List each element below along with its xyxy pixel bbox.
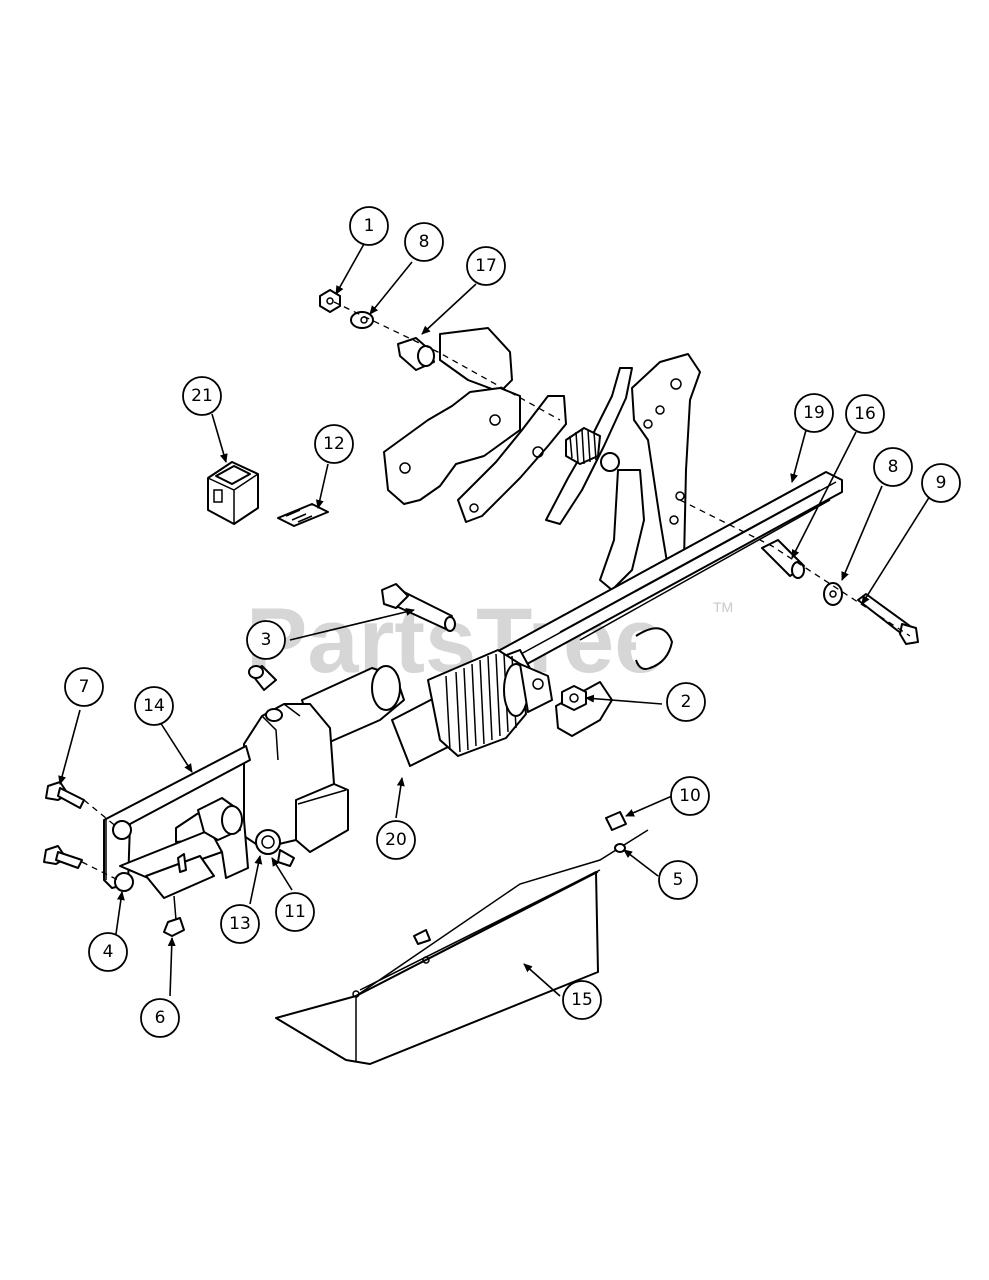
decal-label [277,503,329,527]
callout-21[interactable]: 21 [182,376,222,416]
leader-lines [58,243,931,997]
svg-text:1: 1 [364,216,375,236]
callout-4[interactable]: 4 [88,932,128,972]
callouts: 1 8 17 21 12 19 16 8 9 3 2 7 14 20 10 5 … [64,206,961,1038]
svg-text:16: 16 [854,404,876,424]
svg-text:2: 2 [681,692,692,712]
svg-text:TM: TM [713,599,733,615]
svg-text:8: 8 [419,232,430,252]
callout-14[interactable]: 14 [134,686,174,726]
bolt-9 [857,593,919,645]
axis-line-top [333,301,561,421]
svg-text:19: 19 [803,403,825,423]
washer-right [823,582,843,606]
svg-text:11: 11 [284,902,306,922]
callout-12[interactable]: 12 [314,424,354,464]
bolts-7 [43,781,85,869]
callout-16[interactable]: 16 [845,394,885,434]
svg-text:13: 13 [229,914,251,934]
svg-text:7: 7 [79,677,90,697]
callout-13[interactable]: 13 [220,904,260,944]
screw-10 [605,811,627,831]
callout-15[interactable]: 15 [562,980,602,1020]
svg-text:15: 15 [571,990,593,1010]
bolt-6 [163,895,185,937]
cover-15 [275,829,649,1065]
axis-line-bolt-upper [83,799,119,829]
callout-20[interactable]: 20 [376,820,416,860]
svg-text:20: 20 [385,830,407,850]
rod-end-bracket [555,627,673,737]
callout-2[interactable]: 2 [666,682,706,722]
rocker-switch [207,461,259,525]
svg-text:17: 17 [475,256,497,276]
spacer-16 [761,539,805,579]
callout-11[interactable]: 11 [275,892,315,932]
bushing-17 [397,337,435,371]
svg-text:21: 21 [191,386,213,406]
callout-19[interactable]: 19 [794,393,834,433]
clip-5 [614,843,626,853]
callout-9[interactable]: 9 [921,463,961,503]
callout-8-right[interactable]: 8 [873,447,913,487]
callout-17[interactable]: 17 [466,246,506,286]
svg-text:12: 12 [323,434,345,454]
axis-line-bolt-lower [81,861,119,881]
bolt-3 [381,583,456,632]
svg-text:3: 3 [261,630,272,650]
mount-plate-14 [103,745,251,892]
callout-8-top[interactable]: 8 [404,222,444,262]
axis-line-right [679,499,911,637]
svg-text:5: 5 [673,870,684,890]
callout-5[interactable]: 5 [658,860,698,900]
nut-top [319,289,341,313]
callout-6[interactable]: 6 [140,998,180,1038]
callout-7[interactable]: 7 [64,667,104,707]
svg-text:14: 14 [143,696,165,716]
washer-top [350,311,374,329]
svg-text:6: 6 [155,1008,166,1028]
small-bolt [248,665,277,691]
svg-text:10: 10 [679,786,701,806]
linear-actuator-20 [301,649,553,767]
svg-text:8: 8 [888,457,899,477]
svg-text:4: 4 [103,942,114,962]
lift-bracket-assembly [383,327,701,591]
callout-10[interactable]: 10 [670,776,710,816]
svg-text:9: 9 [936,473,947,493]
callout-3[interactable]: 3 [246,620,286,660]
callout-1[interactable]: 1 [349,206,389,246]
